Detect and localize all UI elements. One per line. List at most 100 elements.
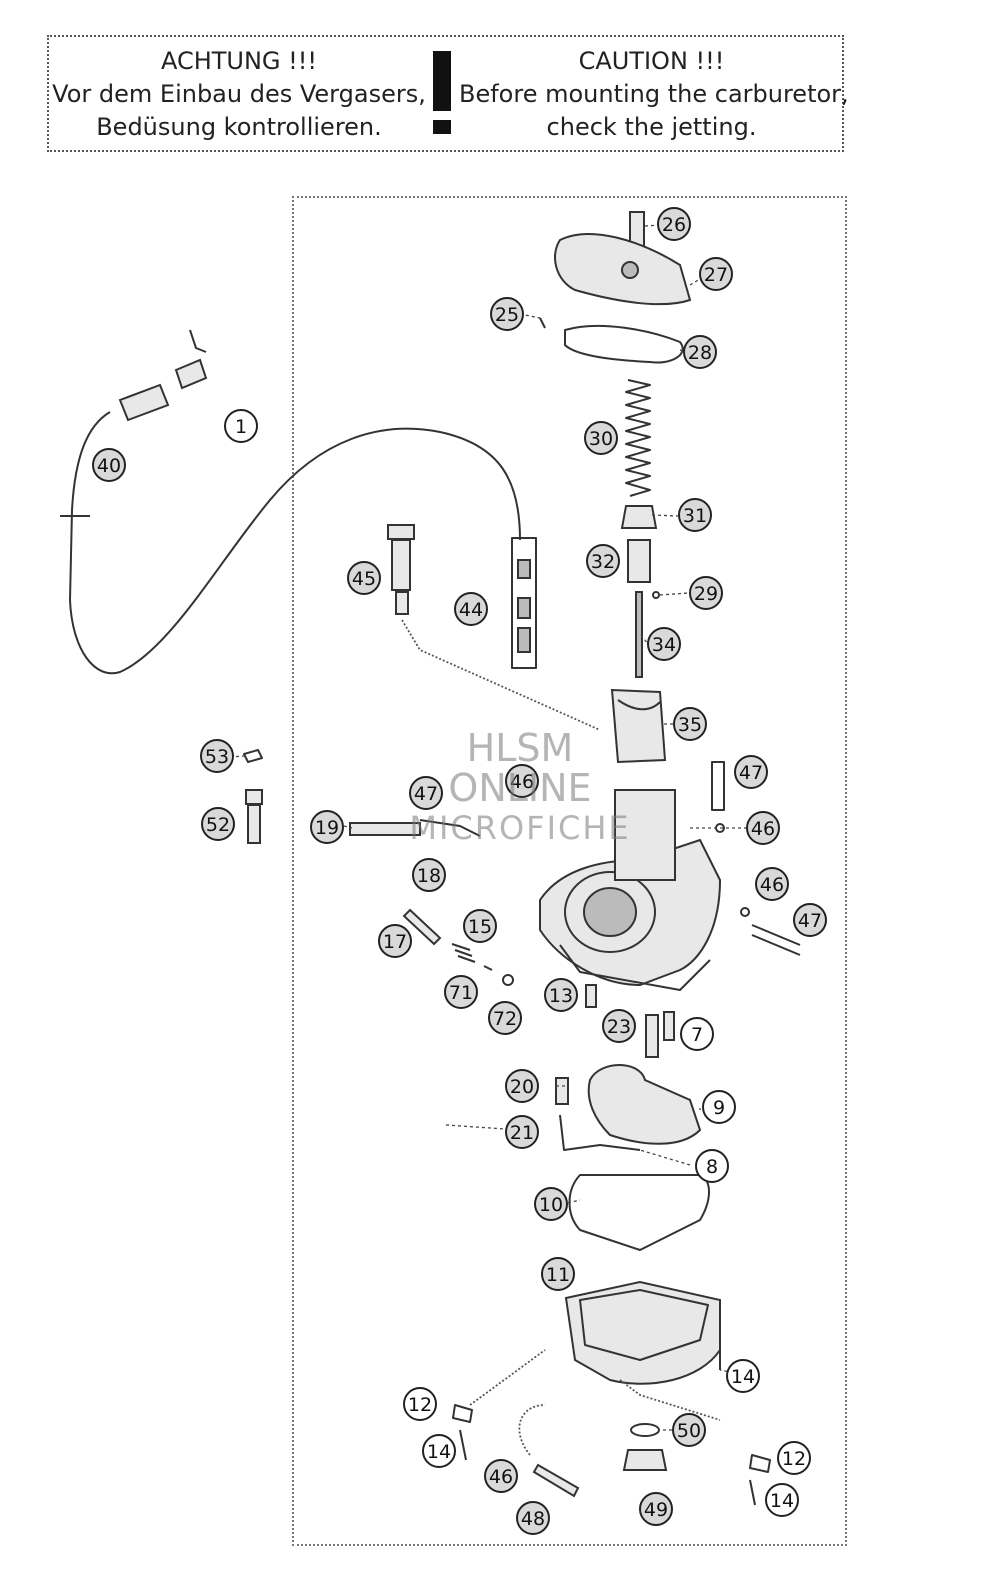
callout-47: 47 xyxy=(793,903,827,937)
callout-50: 50 xyxy=(672,1413,706,1447)
callout-12: 12 xyxy=(777,1441,811,1475)
callout-circle xyxy=(378,924,412,958)
callout-circle xyxy=(92,448,126,482)
callout-label: 14 xyxy=(427,1441,451,1463)
carburetor-body xyxy=(349,789,722,991)
callout-circle xyxy=(699,257,733,291)
callout-label: 21 xyxy=(510,1122,534,1144)
watermark: HLSM ONLINE MICROFICHE xyxy=(370,728,670,848)
german-warning-title: ACHTUNG !!! xyxy=(160,47,318,75)
watermark-line2: ONLINE xyxy=(448,766,592,810)
callout-9: 9 xyxy=(702,1090,736,1124)
callout-circle xyxy=(657,207,691,241)
callout-label: 47 xyxy=(414,783,438,805)
callout-circle xyxy=(793,903,827,937)
callout-label: 14 xyxy=(731,1366,755,1388)
callout-46: 46 xyxy=(755,867,789,901)
callout-label: 46 xyxy=(489,1466,513,1488)
callout-label: 1 xyxy=(235,416,247,438)
german-warning-line2: Bedüsung kontrollieren. xyxy=(96,113,382,141)
callout-label: 20 xyxy=(510,1076,534,1098)
watermark-line3: MICROFICHE xyxy=(409,809,631,847)
float-bowl-gasket xyxy=(568,1174,710,1251)
callout-29: 29 xyxy=(689,576,723,610)
callout-label: 32 xyxy=(591,551,615,573)
callout-14: 14 xyxy=(765,1483,799,1517)
callout-72: 72 xyxy=(488,1001,522,1035)
callout-circle xyxy=(586,544,620,578)
callout-circle xyxy=(347,561,381,595)
small-fittings xyxy=(243,749,263,844)
callout-label: 14 xyxy=(770,1490,794,1512)
callout-circle xyxy=(639,1492,673,1526)
callout-circle xyxy=(505,764,539,798)
german-warning-line1: Vor dem Einbau des Vergasers, xyxy=(52,80,426,108)
callout-circle xyxy=(702,1090,736,1124)
callout-46: 46 xyxy=(484,1459,518,1493)
callout-label: 11 xyxy=(546,1264,570,1286)
callout-17: 17 xyxy=(378,924,412,958)
callout-circle xyxy=(200,739,234,773)
callout-45: 45 xyxy=(347,561,381,595)
callout-circle xyxy=(224,409,258,443)
callout-52: 52 xyxy=(201,807,235,841)
watermark-line1: HLSM xyxy=(466,726,574,770)
callout-label: 35 xyxy=(678,714,702,736)
callout-35: 35 xyxy=(673,707,707,741)
callout-27: 27 xyxy=(699,257,733,291)
callout-label: 72 xyxy=(493,1008,517,1030)
callout-label: 23 xyxy=(607,1016,631,1038)
callout-12: 12 xyxy=(403,1387,437,1421)
callout-10: 10 xyxy=(534,1187,568,1221)
callout-label: 50 xyxy=(677,1420,701,1442)
callout-circle xyxy=(678,498,712,532)
callout-label: 31 xyxy=(683,505,707,527)
callout-15: 15 xyxy=(463,909,497,943)
callout-circle xyxy=(201,807,235,841)
callout-label: 52 xyxy=(206,814,230,836)
throttle-cable xyxy=(60,329,521,675)
callout-label: 17 xyxy=(383,931,407,953)
callout-label: 10 xyxy=(539,1194,563,1216)
callout-circle xyxy=(602,1009,636,1043)
callout-label: 46 xyxy=(751,818,775,840)
callout-circle xyxy=(444,975,478,1009)
callout-19: 19 xyxy=(310,810,344,844)
callout-label: 12 xyxy=(408,1394,432,1416)
callout-circle xyxy=(726,1359,760,1393)
callout-circle xyxy=(777,1441,811,1475)
callout-label: 47 xyxy=(739,762,763,784)
callout-circle xyxy=(310,810,344,844)
callout-circle xyxy=(673,707,707,741)
bowl-fasteners xyxy=(452,1349,771,1506)
callout-30: 30 xyxy=(584,421,618,455)
callout-circle xyxy=(409,776,443,810)
callout-circle xyxy=(689,576,723,610)
callout-label: 18 xyxy=(417,865,441,887)
throttle-slide xyxy=(610,688,667,764)
german-warning: ACHTUNG !!! Vor dem Einbau des Vergasers… xyxy=(49,45,429,144)
callout-circle xyxy=(490,297,524,331)
callout-14: 14 xyxy=(726,1359,760,1393)
callout-1: 1 xyxy=(224,409,258,443)
idle-screw-set xyxy=(402,908,675,1058)
callout-label: 13 xyxy=(549,985,573,1007)
callout-44: 44 xyxy=(454,592,488,626)
callout-40: 40 xyxy=(92,448,126,482)
part-callouts: 2627252830313229343514045445352464747461… xyxy=(92,207,827,1535)
callout-label: 27 xyxy=(704,264,728,286)
callout-circle xyxy=(516,1501,550,1535)
callout-25: 25 xyxy=(490,297,524,331)
needle-parts xyxy=(620,505,660,678)
callout-label: 40 xyxy=(97,455,121,477)
callout-49: 49 xyxy=(639,1492,673,1526)
callout-46: 46 xyxy=(505,764,539,798)
callout-18: 18 xyxy=(412,858,446,892)
callout-circle xyxy=(544,978,578,1012)
callout-circle xyxy=(695,1149,729,1183)
callout-71: 71 xyxy=(444,975,478,1009)
english-warning-line2: check the jetting. xyxy=(546,113,757,141)
callout-26: 26 xyxy=(657,207,691,241)
callout-label: 30 xyxy=(589,428,613,450)
exclamation-dot xyxy=(433,120,451,134)
